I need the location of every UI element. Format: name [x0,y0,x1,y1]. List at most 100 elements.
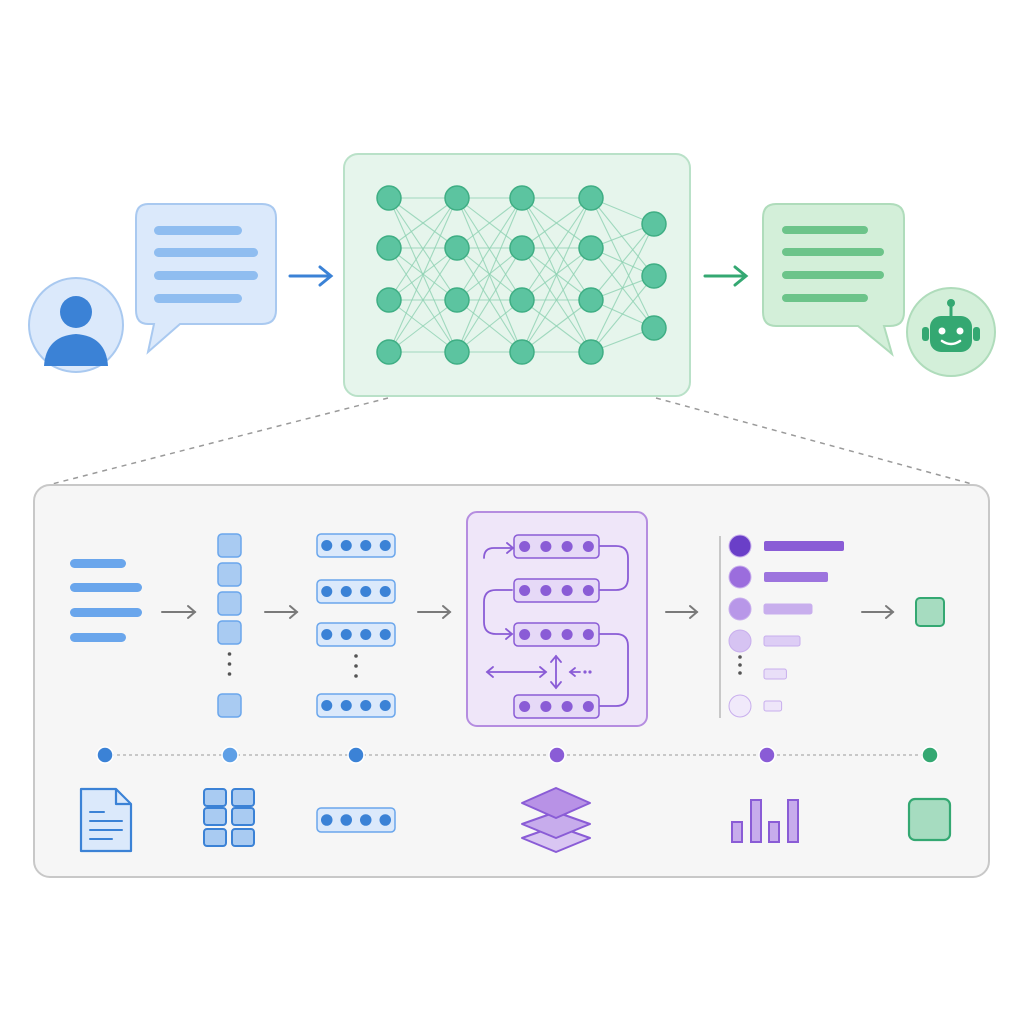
nn-node [509,235,535,261]
token-square [217,620,242,645]
timeline-dots [96,746,939,764]
embedding-vector-icon [316,807,396,833]
timeline-dot [758,746,776,764]
nn-edge [388,247,458,353]
probability-token [728,565,752,589]
nn-node [641,315,667,341]
grid-cell [231,807,255,826]
grid-cell [231,788,255,807]
ellipsis-dot [738,655,742,659]
robot-icon [906,287,996,377]
transformer-vector [513,622,600,647]
timeline-dot [96,746,114,764]
gray-arrow [161,605,197,619]
bar-chart-icon [731,799,799,843]
gray-arrow [861,605,895,619]
probability-token [728,534,752,558]
grid-cell [231,828,255,847]
nn-edge [388,197,458,301]
nn-edge [590,223,655,301]
token-column [217,533,242,718]
nn-node [509,339,535,365]
nn-edge [388,197,458,249]
timeline-dot [347,746,365,764]
probability-list [728,534,844,718]
nn-node [509,185,535,211]
nn-edge [590,275,655,353]
ellipsis-dot [738,671,742,675]
nn-edge [388,197,458,353]
probability-bar [764,572,828,582]
nn-edge [590,197,655,329]
transformer-vector [513,578,600,603]
nn-edge [456,197,523,249]
token-square [217,533,242,558]
timeline-dot [548,746,566,764]
embedding-vectors [316,533,396,718]
ellipsis-dot [227,652,232,656]
arrow-to-response [703,265,749,287]
token-square [217,693,242,718]
grid-cell [203,807,227,826]
transformer-connections [483,542,629,707]
input-text-lines [70,559,142,642]
nn-node [641,263,667,289]
nn-edge [456,197,523,301]
nn-node [444,185,470,211]
nn-edge [521,299,592,353]
nn-edge [521,197,592,249]
probability-bar [763,603,813,615]
grid-cell [203,828,227,847]
ellipsis-dot [227,662,232,666]
nn-node [578,235,604,261]
nn-edge [590,223,655,353]
arrow-to-model [288,265,334,287]
nn-edge [521,197,592,353]
document-icon [79,787,133,853]
embedding-vector [316,579,396,604]
nn-edge [521,247,592,353]
icon-vector [316,807,396,833]
nn-node [578,185,604,211]
neural-network-box [343,153,691,397]
ellipsis-dot [738,663,742,667]
nn-edge [521,197,592,301]
nn-edge [590,197,655,277]
token-square [217,562,242,587]
pipeline-arrows [161,605,895,619]
probability-bar [763,700,783,712]
zoom-lines [51,397,973,485]
ellipsis-dot [354,654,358,658]
embedding-vector [316,693,396,718]
transformer-vector [513,534,600,559]
probability-token [728,694,752,718]
gray-arrow [417,605,452,619]
nn-node [641,211,667,237]
embedding-vector [316,622,396,647]
nn-node [444,287,470,313]
nn-node [578,287,604,313]
nn-node [509,287,535,313]
probability-bar [763,668,787,680]
gray-arrow [264,605,299,619]
nn-node [444,339,470,365]
grid-cell [203,788,227,807]
nn-node [376,235,402,261]
probability-token [728,629,752,653]
nn-edge [456,247,523,353]
gray-arrow [665,605,699,619]
nn-node [376,287,402,313]
transformer-vectors [513,534,600,719]
nn-node [376,185,402,211]
layers-stack-icon [521,787,591,853]
token-square-icon [907,797,952,842]
transformer-dots [583,670,592,674]
timeline-dot [221,746,239,764]
probability-token [728,597,752,621]
token-square [217,591,242,616]
response-bubble [762,203,905,357]
probability-bar [764,541,844,551]
token-grid-icon [203,788,255,847]
nn-node [578,339,604,365]
